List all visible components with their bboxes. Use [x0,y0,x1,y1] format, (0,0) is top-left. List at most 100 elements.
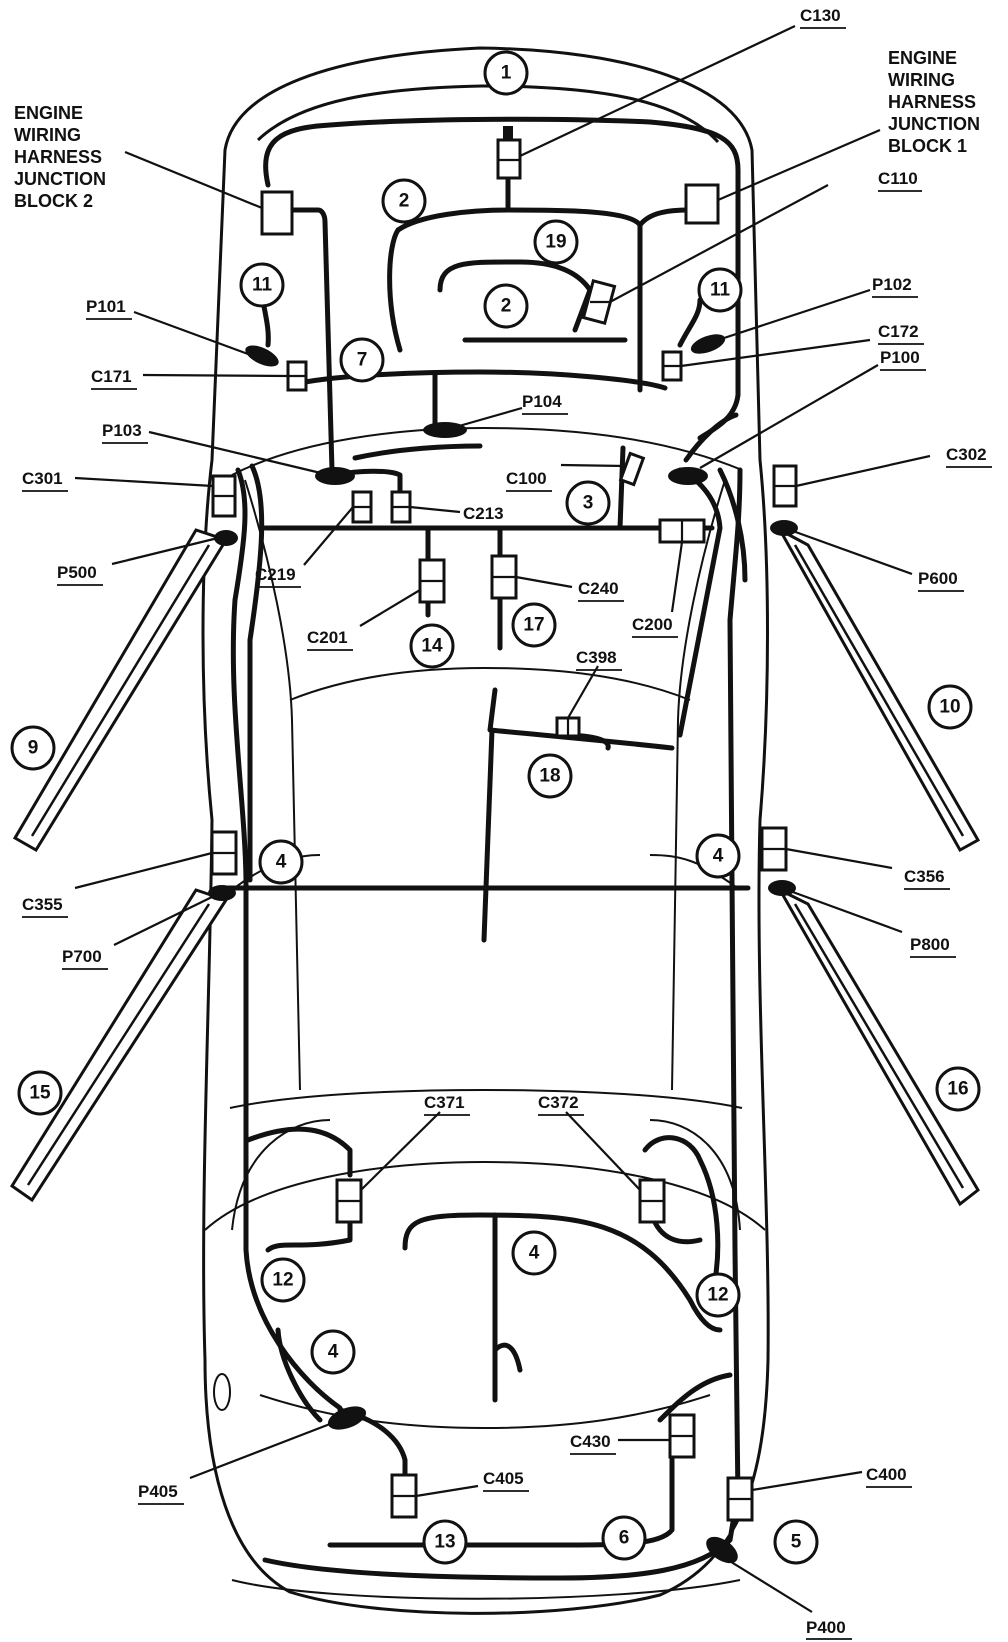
circle-13: 13 [422,1519,468,1565]
door-rear-right [776,886,980,1207]
connector-c398 [555,716,581,738]
svg-text:11: 11 [252,275,273,296]
connector-c400 [726,1476,754,1522]
plug-p102 [690,334,726,354]
circle-16: 16 [935,1066,981,1112]
circle-11b: 11 [697,267,743,313]
connector-c219 [351,490,373,524]
label-p600: P600 [918,569,958,588]
circle-2a: 2 [381,178,427,224]
plug-p100 [668,467,708,485]
connector-c213 [390,490,412,524]
circle-4d: 4 [310,1329,356,1375]
label-p500: P500 [57,563,97,582]
svg-text:13: 13 [434,1532,455,1553]
svg-text:2: 2 [501,296,512,317]
connector-c301 [211,474,237,518]
label-c201: C201 [307,628,348,647]
circle-11a: 11 [239,262,285,308]
svg-text:ENGINE: ENGINE [888,48,957,68]
circle-10: 10 [927,684,973,730]
label-p101: P101 [86,297,126,316]
harness-wires [225,116,751,1581]
connector-c200 [658,518,706,544]
label-c302: C302 [946,445,987,464]
label-p102: P102 [872,275,912,294]
circle-14: 14 [409,623,455,669]
svg-text:15: 15 [29,1083,51,1104]
svg-text:16: 16 [947,1079,968,1100]
connector-c171 [286,360,308,392]
label-p700: P700 [62,947,102,966]
label-c130: C130 [800,6,841,25]
svg-text:17: 17 [523,615,544,636]
label-c213: C213 [463,504,504,523]
label-c405: C405 [483,1469,524,1488]
plug-p800 [768,880,796,896]
plug-p101 [245,345,279,367]
svg-text:4: 4 [328,1342,339,1363]
svg-text:14: 14 [421,636,443,657]
label-p100: P100 [880,348,920,367]
svg-text:10: 10 [939,697,960,718]
circle-15: 15 [17,1070,63,1116]
label-c171: C171 [91,367,132,386]
label-c400: C400 [866,1465,907,1484]
svg-text:18: 18 [539,766,560,787]
label-c200: C200 [632,615,673,634]
circle-5: 5 [773,1519,819,1565]
circle-19: 19 [533,219,579,265]
svg-text:11: 11 [710,280,731,301]
pass-through-plugs [208,334,798,1564]
svg-text:JUNCTION: JUNCTION [14,169,106,189]
junction-block-1 [684,183,720,225]
label-c301: C301 [22,469,63,488]
circle-18: 18 [527,753,573,799]
svg-text:ENGINE: ENGINE [14,103,83,123]
door-front-right [776,526,981,853]
connector-c100 [618,451,646,487]
label-c372: C372 [538,1093,579,1112]
label-c371: C371 [424,1093,465,1112]
car-body-outline [201,46,770,1615]
circle-17: 17 [511,602,557,648]
connector-c430 [668,1413,696,1459]
circle-4c: 4 [511,1230,557,1276]
svg-text:9: 9 [28,738,39,759]
plug-p405 [327,1406,367,1430]
label-c100: C100 [506,469,547,488]
svg-text:BLOCK 2: BLOCK 2 [14,191,93,211]
connector-c372 [638,1178,666,1224]
label-c110: C110 [878,169,918,188]
label-c219: C219 [255,565,296,584]
circle-4a: 4 [258,839,304,885]
connector-c355 [210,830,238,876]
door-front-left [12,528,229,853]
circle-9: 9 [10,725,56,771]
harness-number-circles: 1 2 19 2 11 11 7 3 14 17 18 9 10 4 4 15 … [10,50,981,1565]
connector-c172 [661,350,683,382]
connector-c302 [772,464,798,508]
svg-text:6: 6 [619,1528,630,1549]
plug-p103 [315,467,355,485]
circle-3: 3 [565,480,611,526]
svg-text:1: 1 [501,63,512,84]
svg-text:7: 7 [357,350,368,371]
svg-text:2: 2 [399,191,410,212]
svg-text:19: 19 [545,232,566,253]
plug-p400 [706,1536,738,1564]
svg-text:5: 5 [791,1532,802,1553]
junction-block-1-label: ENGINE WIRING HARNESS JUNCTION BLOCK 1 [888,48,980,156]
circle-4b: 4 [695,833,741,879]
junction-block-2 [260,190,294,236]
circle-12b: 12 [695,1272,741,1318]
connector-c240 [490,554,518,600]
svg-text:BLOCK 1: BLOCK 1 [888,136,967,156]
connector-c201 [418,558,446,604]
svg-text:12: 12 [707,1285,728,1306]
label-p400: P400 [806,1618,846,1637]
label-c430: C430 [570,1432,611,1451]
circle-2b: 2 [483,283,529,329]
plug-p600 [770,520,798,536]
